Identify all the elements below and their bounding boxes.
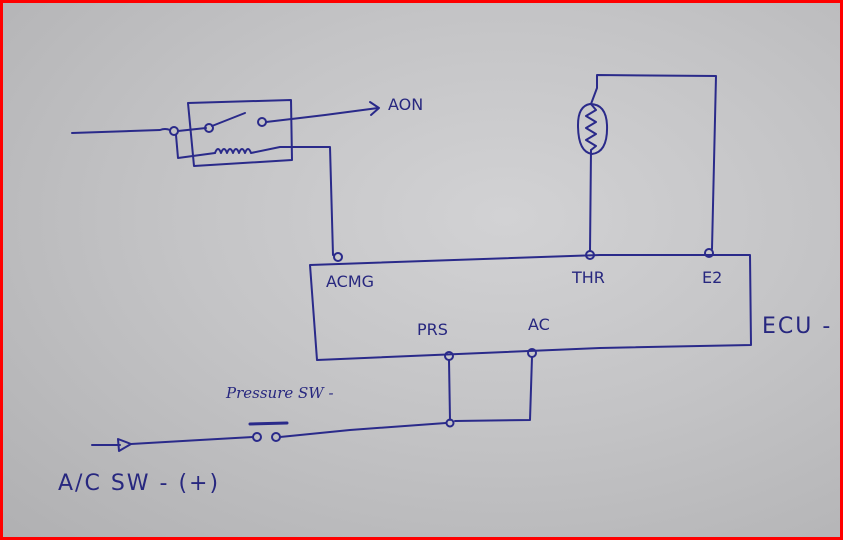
prs-node	[444, 351, 454, 361]
acmg-node	[333, 252, 343, 262]
thermistor-resistor-icon	[585, 103, 597, 151]
pressure-switch-contact-2	[271, 432, 281, 442]
pressure-to-junction-wire	[279, 422, 447, 438]
relay-box	[187, 99, 293, 167]
ecu-name-label: ECU -	[762, 314, 832, 339]
relay-contact-1	[204, 123, 214, 133]
aon-arrow-icon	[369, 101, 380, 116]
thermistor-body	[577, 103, 609, 155]
ecu-pin-e2-label: E2	[702, 268, 722, 287]
relay-output-wire	[265, 107, 379, 123]
ac-to-pressure-wire	[130, 436, 254, 445]
prs-wire	[448, 359, 451, 421]
ecu-pin-ac-label: AC	[528, 315, 550, 334]
relay-coil-icon	[214, 146, 334, 256]
ac-wire	[454, 356, 533, 422]
pressure-switch-label: Pressure SW -	[225, 384, 334, 402]
thermistor-top-wire	[590, 74, 717, 250]
pressure-switch-contact-1	[252, 432, 262, 442]
relay-input-wire	[71, 128, 171, 134]
relay-feed-wire	[177, 127, 207, 132]
relay-contact-2	[257, 117, 267, 127]
pressure-switch-bar	[248, 421, 289, 426]
relay-output-label: AON	[388, 95, 423, 114]
thr-wire	[589, 149, 592, 252]
e2-node	[704, 248, 714, 258]
ecu-pin-prs-label: PRS	[417, 320, 448, 339]
ecu-pin-acmg-label: ACMG	[326, 272, 374, 291]
ecu-box	[309, 254, 752, 361]
ecu-pin-thr-label: THR	[571, 268, 605, 287]
relay-coil-left-wire	[175, 134, 216, 159]
ac-switch-label: A/C SW - (+)	[58, 471, 220, 496]
relay-switch-blade	[211, 112, 246, 127]
relay-input-node	[169, 126, 179, 136]
ac-input-arrow-icon	[117, 438, 132, 452]
